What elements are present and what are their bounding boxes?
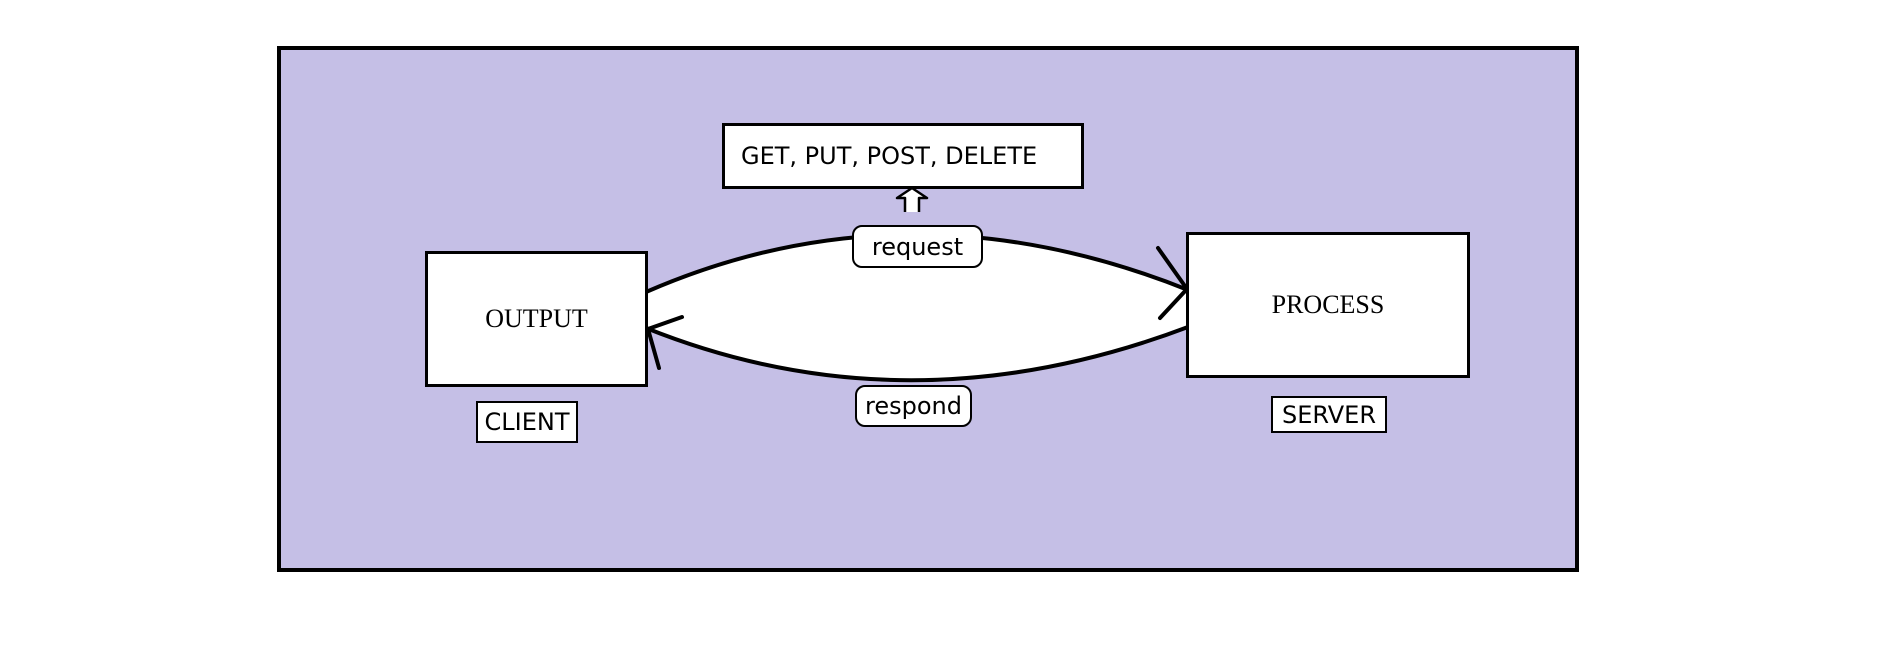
server-caption-text: SERVER	[1281, 400, 1377, 429]
respond-label: respond	[855, 385, 972, 427]
client-caption-text: CLIENT	[484, 408, 570, 436]
request-label: request	[852, 225, 983, 268]
up-arrow-icon	[895, 186, 929, 212]
respond-arrowhead	[646, 315, 684, 370]
lens-fill	[646, 234, 1188, 381]
server-box: PROCESS	[1186, 232, 1470, 378]
server-caption: SERVER	[1271, 396, 1387, 433]
http-methods-box: GET, PUT, POST, DELETE	[722, 123, 1084, 189]
http-methods-text: GET, PUT, POST, DELETE	[741, 142, 1038, 170]
client-box-title: OUTPUT	[485, 304, 588, 333]
respond-arrow-line	[644, 325, 1190, 383]
request-label-text: request	[871, 232, 964, 261]
respond-label-text: respond	[865, 392, 962, 420]
client-box: OUTPUT	[425, 251, 648, 387]
server-box-title: PROCESS	[1271, 290, 1385, 319]
client-caption: CLIENT	[476, 401, 578, 443]
